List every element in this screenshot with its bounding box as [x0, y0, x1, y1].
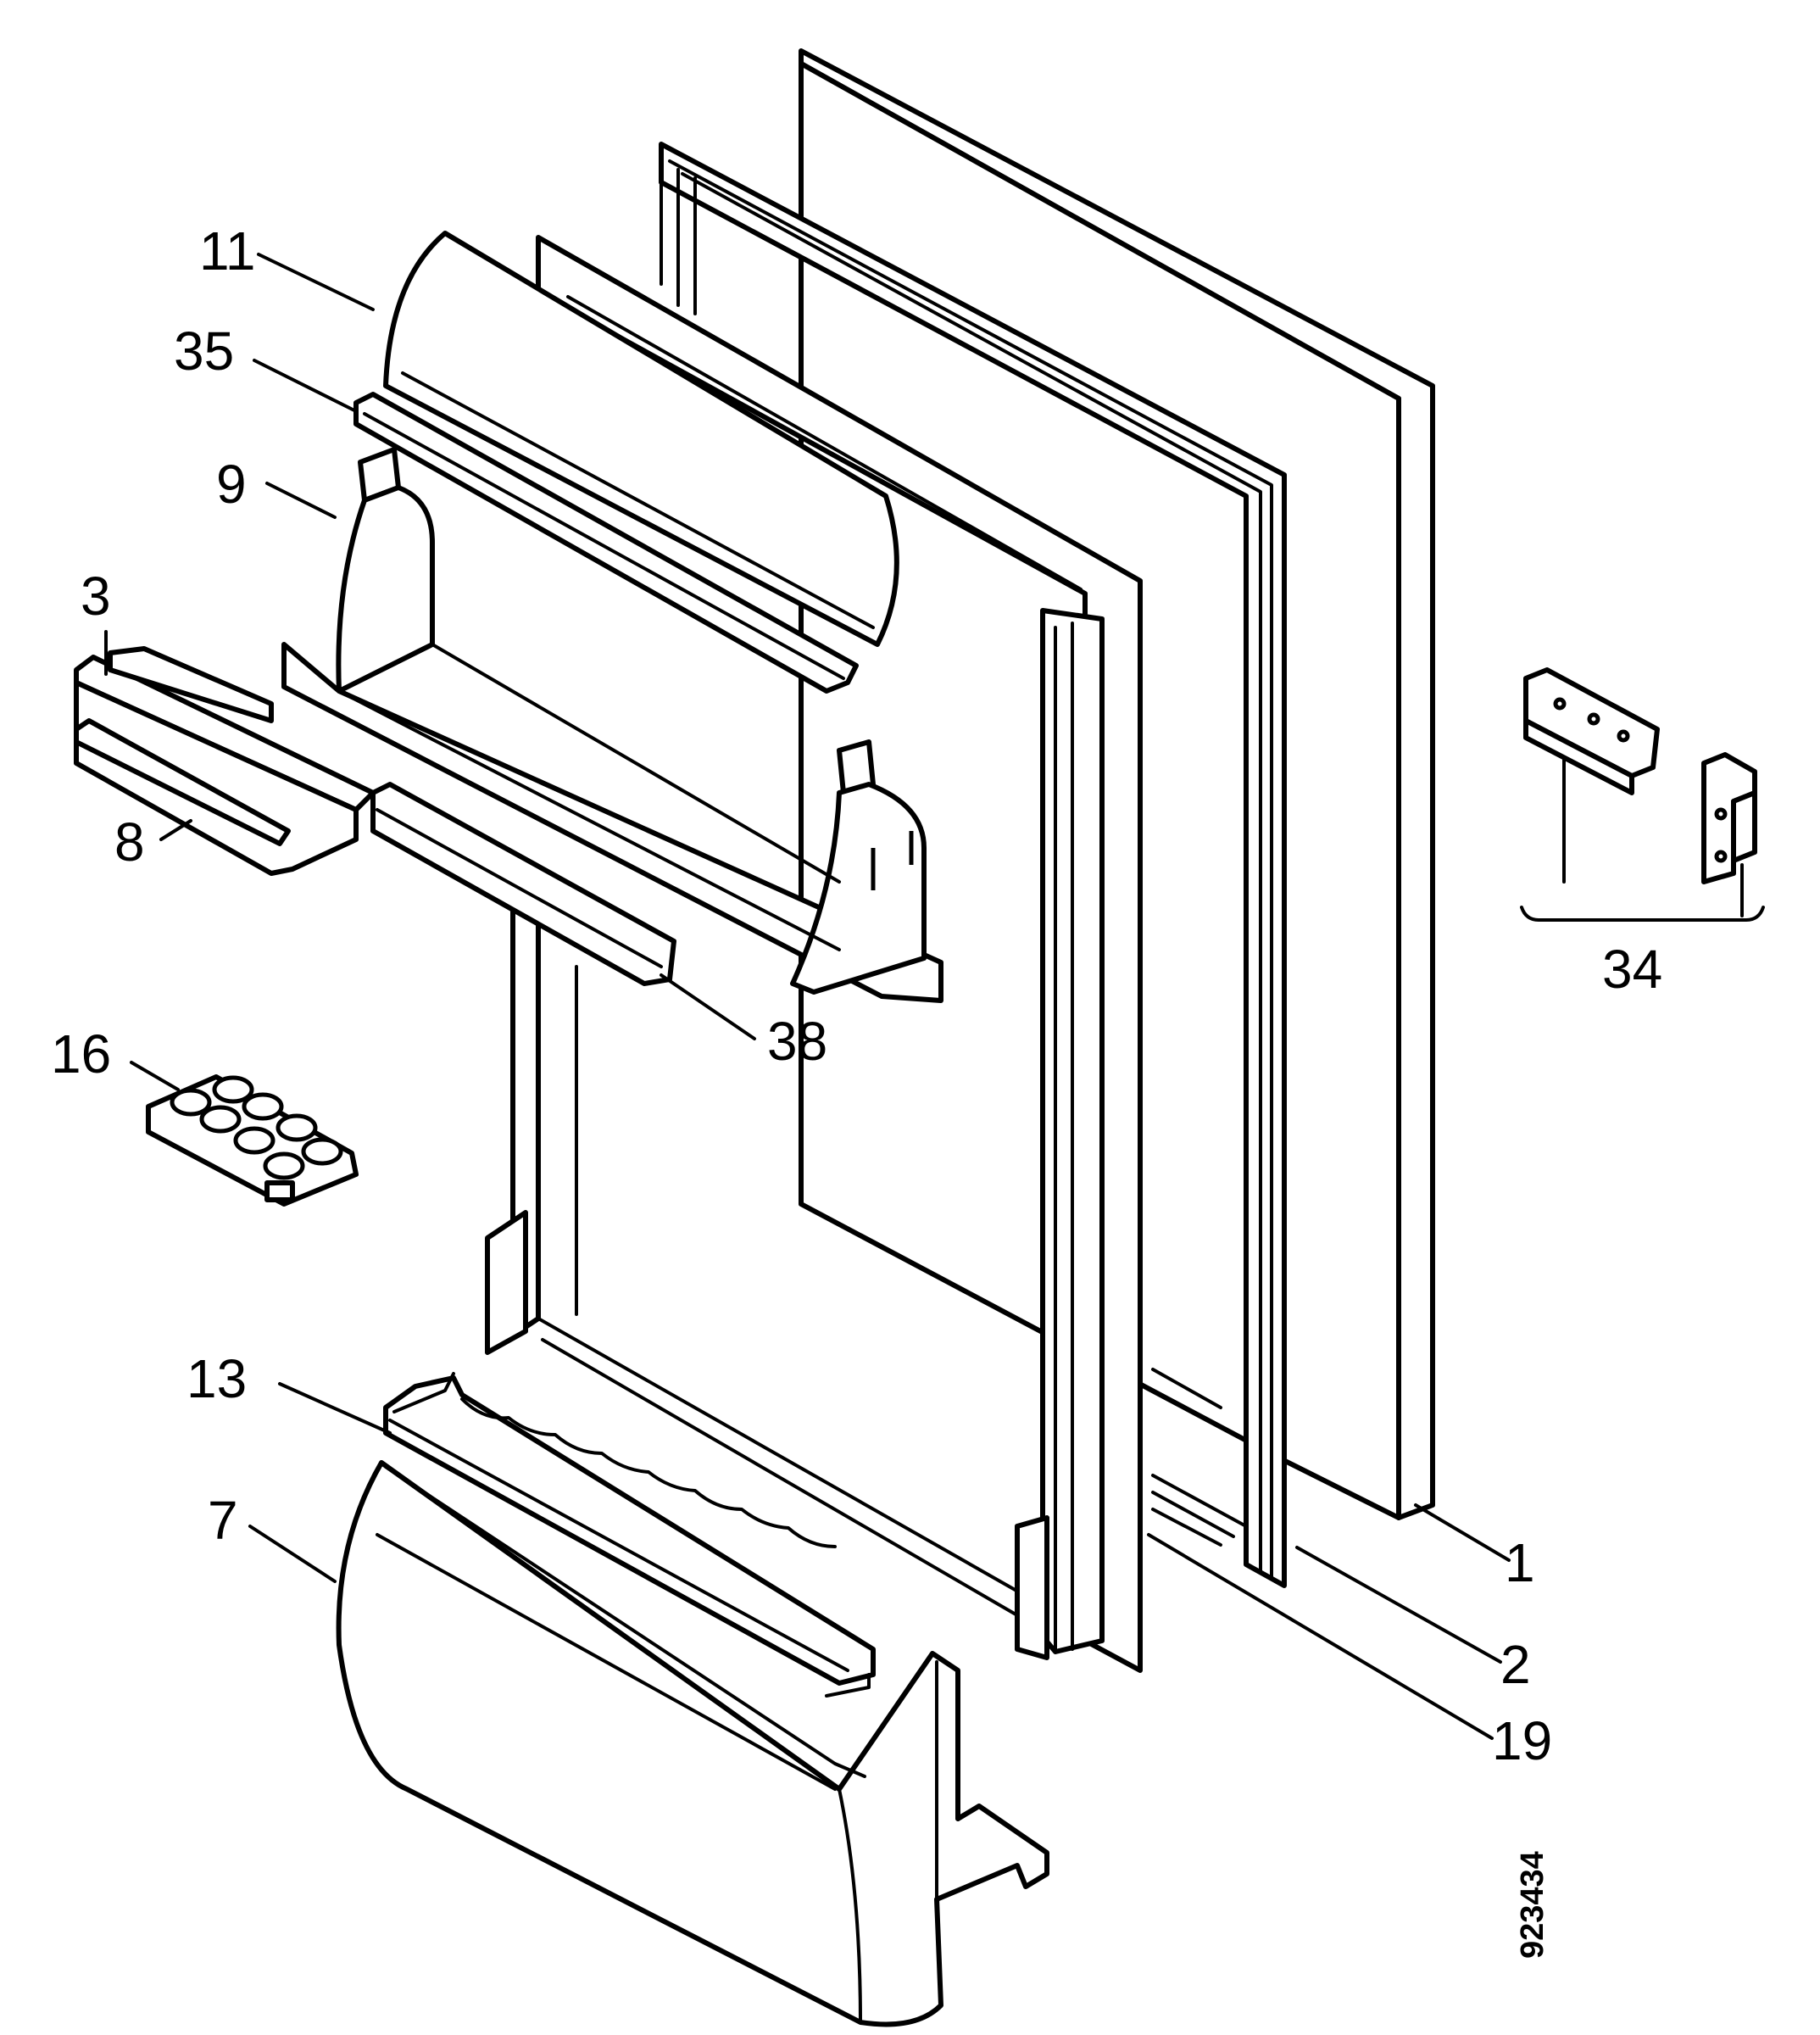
callout-35: 35	[174, 321, 234, 382]
callout-13: 13	[186, 1348, 247, 1409]
egg-tray	[146, 1074, 359, 1207]
callout-1: 1	[1505, 1532, 1535, 1593]
bottom-door-bin	[336, 1460, 1049, 2027]
hinge-bracket-set	[1520, 667, 1765, 922]
small-shelf	[74, 646, 376, 876]
flap-rail	[353, 392, 859, 694]
upper-door-shelf	[281, 447, 943, 1003]
small-shelf-rail	[74, 718, 291, 846]
callout-9: 9	[216, 454, 247, 515]
callout-38: 38	[767, 1011, 827, 1072]
callout-19: 19	[1492, 1710, 1552, 1771]
callout-11: 11	[199, 220, 255, 282]
leader-lines	[104, 253, 1511, 1740]
callout-8: 8	[114, 811, 145, 873]
inner-door-liner	[485, 235, 1143, 1673]
door-gasket	[659, 142, 1287, 1588]
callout-2: 2	[1500, 1634, 1531, 1695]
callout-34: 34	[1602, 939, 1662, 1000]
callout-labels: 11 35 9 3 8 38 16 13 7 34 1 2 19	[51, 220, 1662, 1771]
dairy-flap	[383, 231, 899, 647]
callout-16: 16	[51, 1023, 111, 1084]
callout-3: 3	[81, 566, 111, 627]
callout-7: 7	[208, 1490, 238, 1551]
drawing-number: 923434	[1515, 1851, 1550, 1959]
bottle-rack	[383, 1372, 876, 1698]
